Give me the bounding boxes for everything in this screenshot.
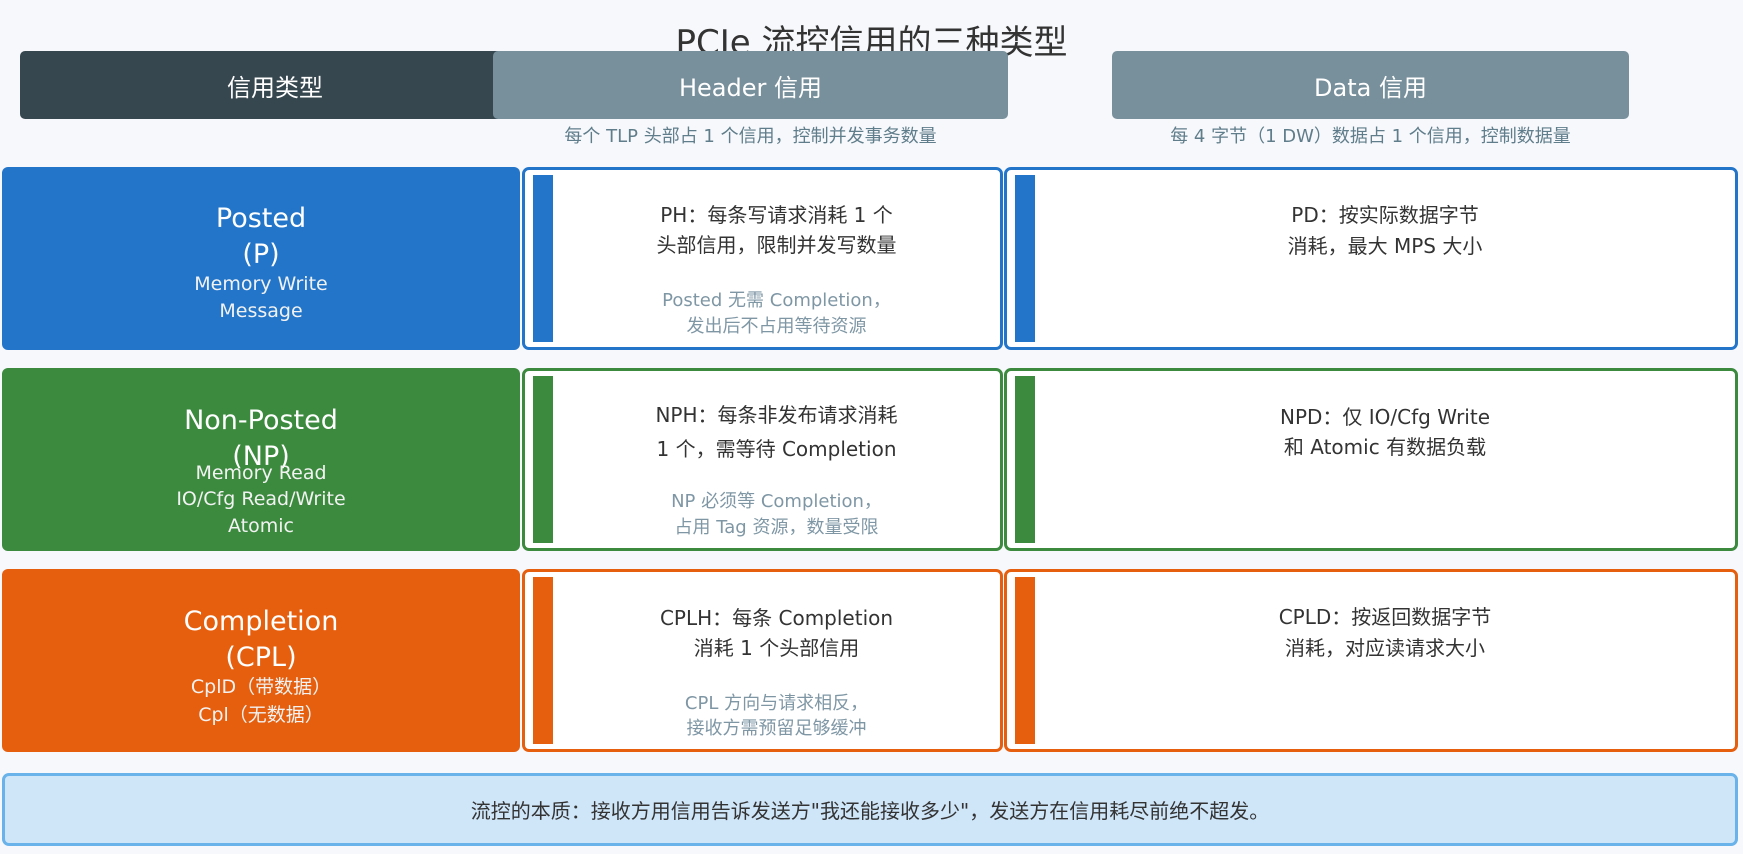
type-cell-posted: Posted (P) Memory Write Message bbox=[2, 167, 520, 350]
type-name-line2: (P) bbox=[242, 239, 280, 270]
data-credit-cell-non-posted: NPD：仅 IO/Cfg Write 和 Atomic 有数据负载 bbox=[1004, 368, 1738, 551]
type-desc-line: Atomic bbox=[228, 515, 294, 537]
data-credit-cell-completion: CPLD：按返回数据字节 消耗，对应读请求大小 bbox=[1004, 569, 1738, 752]
type-cell-completion: Completion (CPL) CplD（带数据） Cpl（无数据） bbox=[2, 569, 520, 752]
header-credit-subtitle: 每个 TLP 头部占 1 个信用，控制并发事务数量 bbox=[564, 126, 937, 147]
type-desc-line: Message bbox=[219, 300, 303, 322]
color-bar bbox=[1015, 577, 1035, 744]
header-credit-main-line: NPH：每条非发布请求消耗 bbox=[655, 403, 898, 427]
header-credit-cell-non-posted: NPH：每条非发布请求消耗 1 个，需等待 Completion NP 必须等 … bbox=[522, 368, 1003, 551]
column-header-credit-type-label: 信用类型 bbox=[227, 73, 323, 102]
data-credit-main-line: CPLD：按返回数据字节 bbox=[1278, 605, 1492, 629]
type-name-line1: Non-Posted bbox=[184, 405, 338, 436]
type-name-line1: Completion bbox=[183, 606, 339, 637]
color-bar bbox=[533, 175, 553, 342]
column-header-header-credit: Header 信用 bbox=[493, 51, 1008, 119]
column-header-credit-type: 信用类型 bbox=[20, 51, 530, 119]
header-credit-cell-posted: PH：每条写请求消耗 1 个 头部信用，限制并发写数量 Posted 无需 Co… bbox=[522, 167, 1003, 350]
header-credit-main-line: 消耗 1 个头部信用 bbox=[693, 636, 860, 660]
color-bar bbox=[1015, 175, 1035, 342]
type-desc-line: IO/Cfg Read/Write bbox=[176, 488, 346, 510]
type-name-line2: (CPL) bbox=[225, 642, 297, 673]
column-header-header-credit-label: Header 信用 bbox=[678, 73, 822, 102]
header-credit-note-line: 发出后不占用等待资源 bbox=[686, 316, 867, 337]
header-credit-note-line: 接收方需预留足够缓冲 bbox=[686, 718, 867, 739]
data-credit-subtitle: 每 4 字节（1 DW）数据占 1 个信用，控制数据量 bbox=[1170, 126, 1571, 147]
type-desc-line: Memory Read bbox=[195, 462, 327, 484]
type-desc-line: Cpl（无数据） bbox=[198, 704, 324, 726]
color-bar bbox=[533, 376, 553, 543]
data-credit-main-line: 和 Atomic 有数据负载 bbox=[1283, 435, 1487, 459]
header-credit-main-line: 1 个，需等待 Completion bbox=[656, 437, 897, 461]
type-desc-line: CplD（带数据） bbox=[190, 676, 332, 698]
header-credit-note-line: NP 必须等 Completion， bbox=[671, 491, 882, 512]
data-credit-main-line: PD：按实际数据字节 bbox=[1291, 203, 1479, 227]
type-name-line1: Posted bbox=[215, 203, 307, 234]
summary-banner: 流控的本质：接收方用信用告诉发送方"我还能接收多少"，发送方在信用耗尽前绝不超发… bbox=[2, 773, 1738, 846]
header-credit-note-line: CPL 方向与请求相反， bbox=[684, 693, 869, 714]
type-cell-non-posted: Non-Posted (NP) Memory Read IO/Cfg Read/… bbox=[2, 368, 520, 551]
data-credit-cell-posted: PD：按实际数据字节 消耗，最大 MPS 大小 bbox=[1004, 167, 1738, 350]
header-credit-note-line: 占用 Tag 资源，数量受限 bbox=[674, 517, 879, 538]
header-credit-main-line: 头部信用，限制并发写数量 bbox=[656, 233, 897, 257]
data-credit-main-line: 消耗，对应读请求大小 bbox=[1285, 636, 1485, 660]
data-credit-main-line: 消耗，最大 MPS 大小 bbox=[1287, 234, 1483, 258]
column-header-data-credit: Data 信用 bbox=[1112, 51, 1629, 119]
color-bar bbox=[1015, 376, 1035, 543]
header-credit-main-line: PH：每条写请求消耗 1 个 bbox=[660, 203, 893, 227]
type-name-line2: (NP) bbox=[232, 441, 290, 472]
data-credit-main-line: NPD：仅 IO/Cfg Write bbox=[1279, 405, 1491, 429]
header-credit-cell-completion: CPLH：每条 Completion 消耗 1 个头部信用 CPL 方向与请求相… bbox=[522, 569, 1003, 752]
summary-text: 流控的本质：接收方用信用告诉发送方"我还能接收多少"，发送方在信用耗尽前绝不超发… bbox=[470, 799, 1270, 823]
color-bar bbox=[533, 577, 553, 744]
column-header-data-credit-label: Data 信用 bbox=[1314, 73, 1427, 102]
type-desc-line: Memory Write bbox=[194, 273, 328, 295]
header-credit-main-line: CPLH：每条 Completion bbox=[659, 606, 894, 630]
header-credit-note-line: Posted 无需 Completion， bbox=[662, 290, 891, 311]
